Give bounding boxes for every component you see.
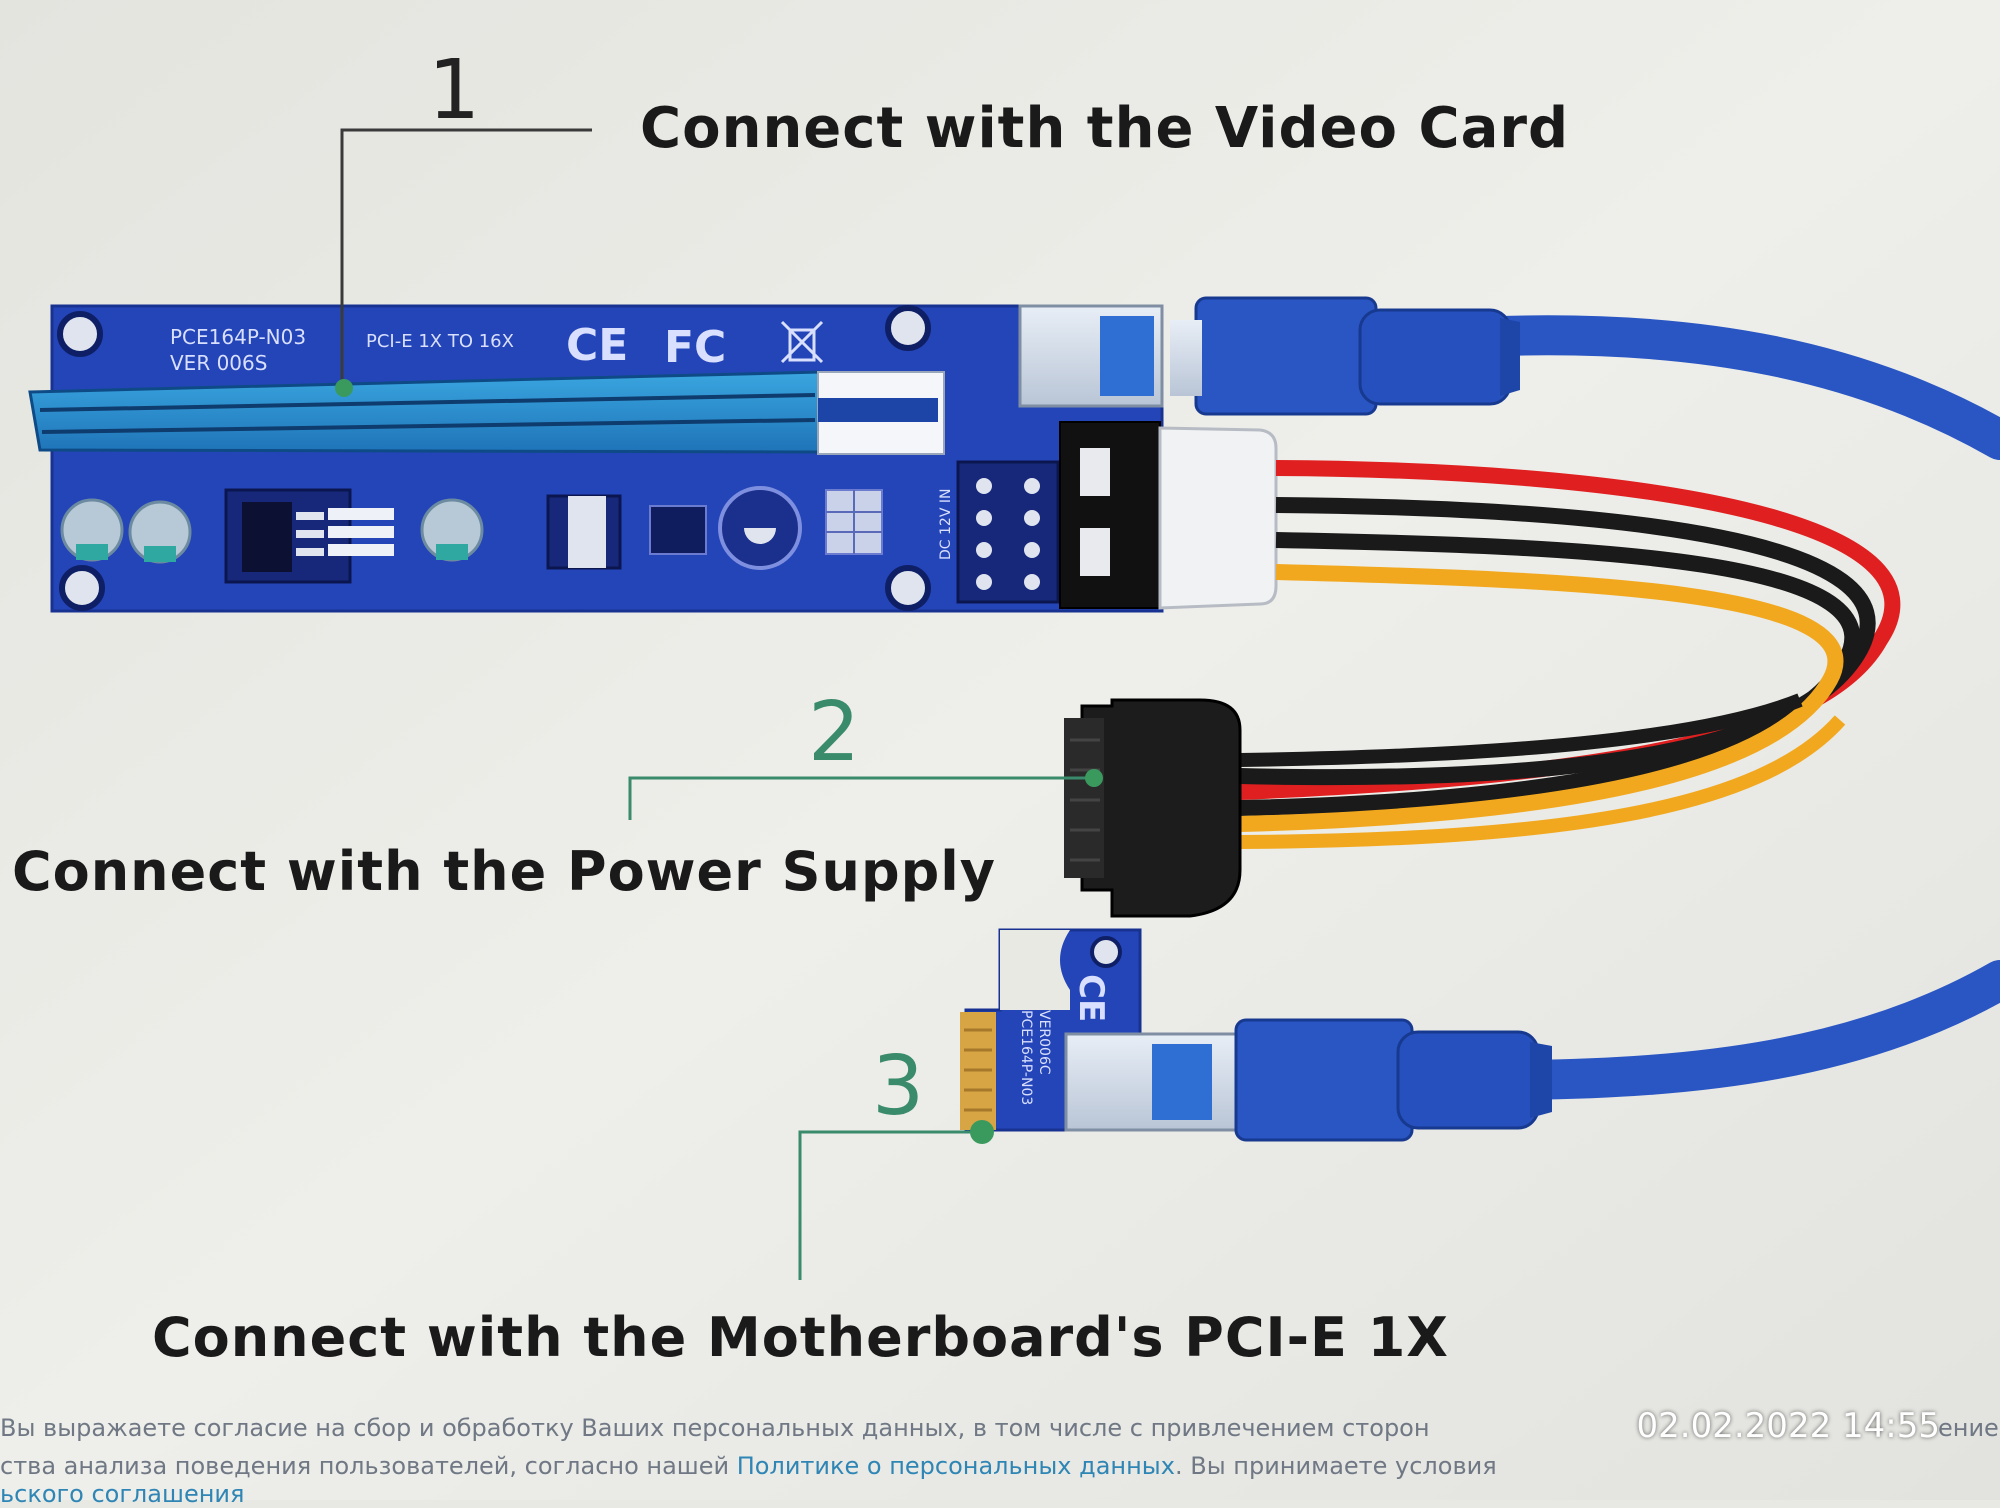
mount-hole-icon — [888, 568, 928, 608]
mount-hole-icon — [62, 568, 102, 608]
sata-power-connector — [1064, 700, 1240, 916]
usb3-port — [1020, 306, 1162, 406]
capacitor — [62, 500, 122, 560]
callout-text-video-card: Connect with the Video Card — [640, 96, 1569, 161]
board-version-label: VER 006S — [170, 351, 267, 375]
riser-board: PCE164P-N03 VER 006S PCI-E 1X TO 16X CE … — [30, 306, 1162, 611]
privacy-policy-link[interactable]: Политике о персональных данных — [737, 1452, 1175, 1480]
fc-mark-icon: FC — [664, 322, 726, 373]
small-board-model: PCE164P-N03 — [1018, 1010, 1034, 1105]
footer-line-1-tail: ение — [1938, 1414, 1999, 1442]
board-interface-label: PCI-E 1X TO 16X — [366, 331, 514, 352]
user-agreement-link[interactable]: ьского соглашения — [0, 1480, 244, 1508]
footer-line-3: ьского соглашения — [0, 1480, 244, 1508]
mount-hole-icon — [888, 308, 928, 348]
footer-line-2-suffix: . Вы принимаете условия — [1175, 1452, 1497, 1480]
capacitor — [130, 502, 190, 562]
callout-text-power-supply: Connect with the Power Supply — [12, 840, 996, 903]
footer-line-1: Вы выражаете согласие на сбор и обработк… — [0, 1414, 1430, 1442]
footer-line-1-text: Вы выражаете согласие на сбор и обработк… — [0, 1414, 1430, 1442]
footer-line-2-prefix: ства анализа поведения пользователей, со… — [0, 1452, 737, 1480]
callout-text-motherboard: Connect with the Motherboard's PCI-E 1X — [152, 1306, 1449, 1369]
photo-timestamp: 02.02.2022 14:55 — [1637, 1406, 1940, 1446]
callout-number-1: 1 — [428, 50, 480, 132]
footer-line-2: ства анализа поведения пользователей, со… — [0, 1452, 1497, 1480]
small-board-version: VER006C — [1036, 1010, 1052, 1075]
mount-hole-icon — [60, 314, 100, 354]
voltage-label: DC 12V IN — [938, 489, 954, 560]
ce-mark-icon: CE — [566, 320, 628, 371]
mount-hole-icon — [1092, 938, 1120, 966]
chip-label — [568, 496, 606, 568]
callout-number-2: 2 — [808, 692, 860, 774]
chip — [650, 506, 706, 554]
capacitor — [422, 500, 482, 560]
board-model-label: PCE164P-N03 — [170, 325, 306, 349]
callout-number-3: 3 — [872, 1046, 924, 1128]
molex-connector — [1060, 422, 1276, 608]
small-board-ce-mark-icon: CE — [1071, 974, 1111, 1022]
